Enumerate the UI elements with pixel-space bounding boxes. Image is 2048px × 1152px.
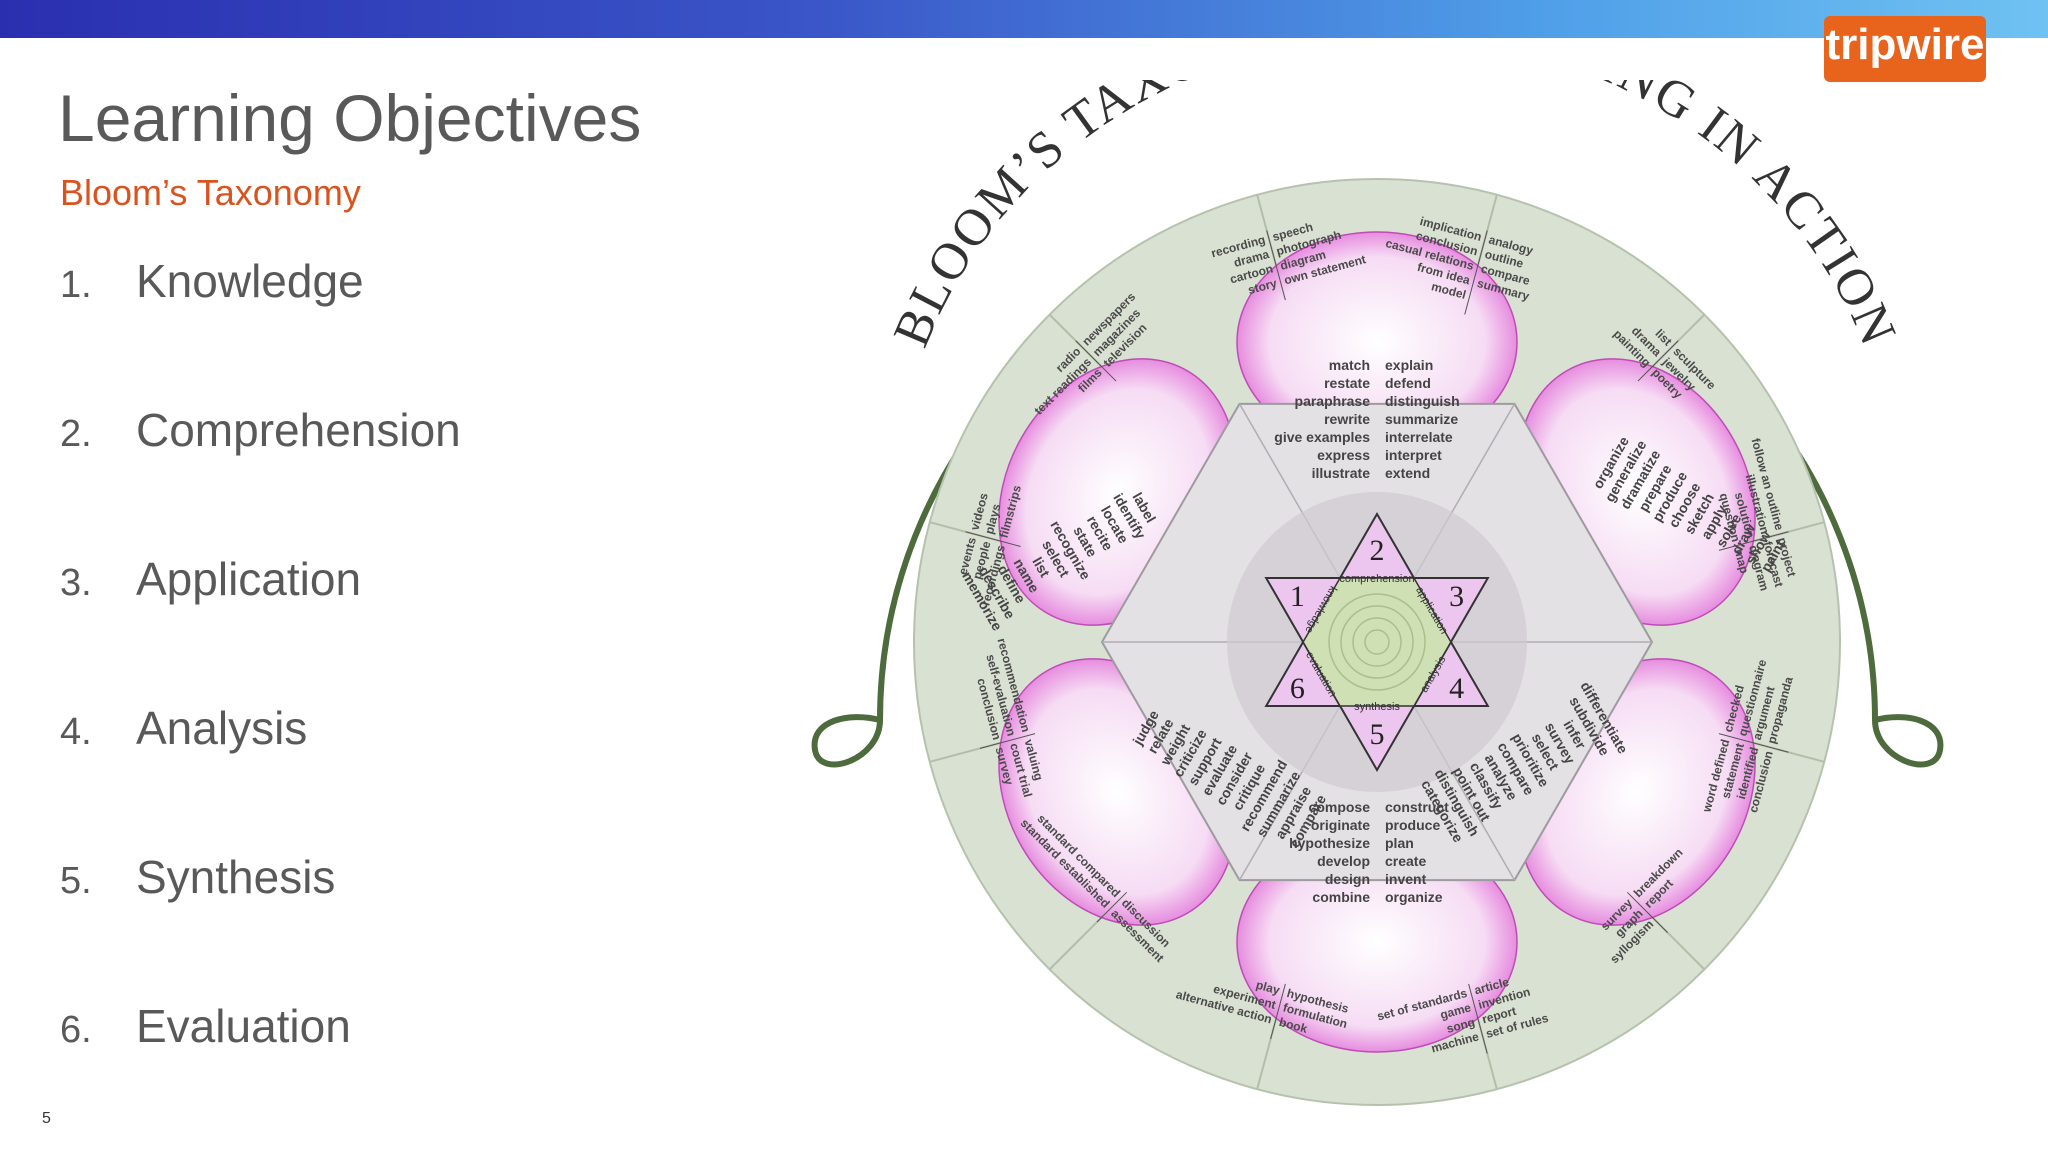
verb-item: distinguish <box>1385 393 1460 409</box>
item-number: 2. <box>60 413 136 456</box>
verb-item: originate <box>1311 817 1370 833</box>
verb-item: give examples <box>1274 429 1370 445</box>
verb-item: illustrate <box>1312 465 1371 481</box>
verb-item: develop <box>1317 853 1370 869</box>
list-item: 4.Analysis <box>60 701 620 755</box>
verb-item: invent <box>1385 871 1427 887</box>
verb-item: produce <box>1385 817 1440 833</box>
level-number: 2 <box>1370 534 1385 567</box>
slide-subtitle: Bloom’s Taxonomy <box>60 172 361 214</box>
verb-item: express <box>1317 447 1370 463</box>
list-item: 3.Application <box>60 552 620 606</box>
arch-curl-left <box>815 717 880 764</box>
verb-item: defend <box>1385 375 1431 391</box>
item-number: 5. <box>60 860 136 903</box>
verb-item: combine <box>1312 889 1370 905</box>
verb-item: rewrite <box>1324 411 1370 427</box>
verb-item: restate <box>1324 375 1370 391</box>
level-number: 3 <box>1449 580 1464 613</box>
list-item: 1.Knowledge <box>60 254 620 308</box>
blooms-taxonomy-wheel: BLOOM’S TAXONOMY - LEARNING IN ACTION 12… <box>800 80 1960 1130</box>
item-label: Analysis <box>136 702 307 754</box>
item-label: Knowledge <box>136 255 364 307</box>
verb-item: explain <box>1385 357 1433 373</box>
slide-title: Learning Objectives <box>58 80 641 156</box>
verb-item: organize <box>1385 889 1443 905</box>
list-item: 5.Synthesis <box>60 850 620 904</box>
item-label: Evaluation <box>136 1000 351 1052</box>
logo-text: tripwire <box>1824 20 1986 70</box>
item-number: 1. <box>60 264 136 307</box>
verb-item: interpret <box>1385 447 1442 463</box>
verb-item: extend <box>1385 465 1430 481</box>
arch-curl-right <box>1875 717 1940 764</box>
verb-item: summarize <box>1385 411 1458 427</box>
verb-item: create <box>1385 853 1426 869</box>
list-item: 2.Comprehension <box>60 403 620 457</box>
verb-item: match <box>1329 357 1370 373</box>
level-number: 5 <box>1370 718 1385 751</box>
verb-item: plan <box>1385 835 1414 851</box>
verb-item: design <box>1325 871 1370 887</box>
level-number: 6 <box>1290 672 1305 705</box>
list-item: 6.Evaluation <box>60 999 620 1053</box>
verb-item: paraphrase <box>1295 393 1371 409</box>
verb-item: interrelate <box>1385 429 1453 445</box>
tripwire-logo: tripwire <box>1824 16 1986 82</box>
item-number: 4. <box>60 711 136 754</box>
item-number: 3. <box>60 562 136 605</box>
level-number: 1 <box>1290 580 1305 613</box>
level-number: 4 <box>1449 672 1464 705</box>
item-label: Application <box>136 553 361 605</box>
page-number: 5 <box>42 1110 51 1128</box>
item-label: Synthesis <box>136 851 335 903</box>
item-label: Comprehension <box>136 404 461 456</box>
item-number: 6. <box>60 1009 136 1052</box>
level-label: comprehension <box>1339 573 1414 585</box>
top-banner <box>0 0 2048 38</box>
level-label: synthesis <box>1354 701 1400 713</box>
